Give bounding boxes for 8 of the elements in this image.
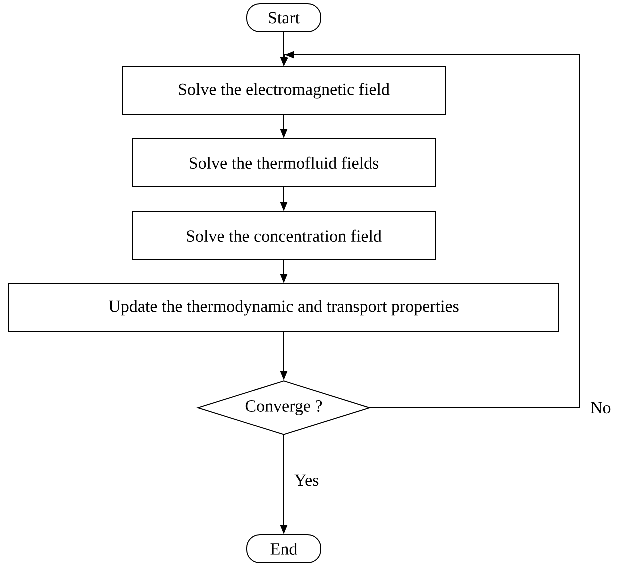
edge-label: No [590,402,611,414]
process-box: Update the thermodynamic and transport properties [8,284,560,332]
terminal-box: Start [246,4,322,32]
process-box: Solve the thermofluid fields [132,138,436,188]
process-box: Solve the electromagnetic field [122,66,446,116]
edge-label: Yes [294,474,319,486]
process-box: Solve the concentration field [132,212,436,260]
terminal-box: End [246,534,322,564]
